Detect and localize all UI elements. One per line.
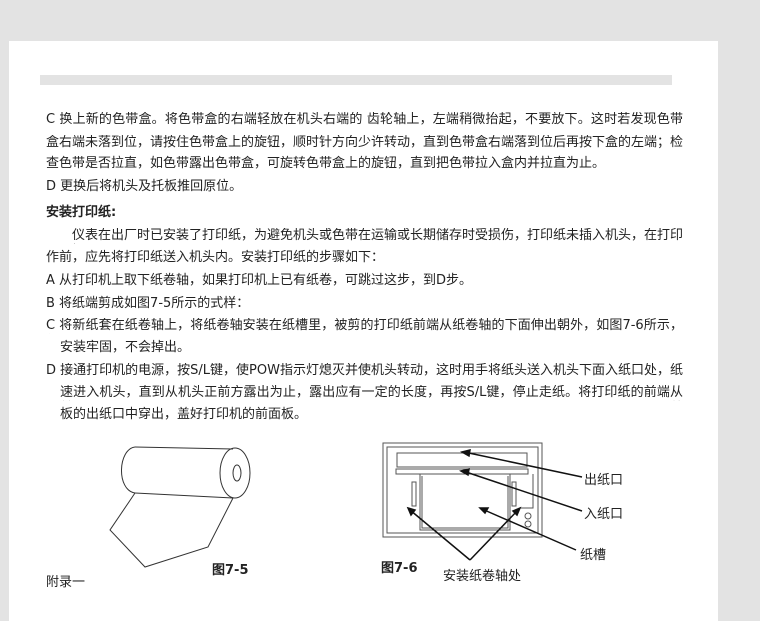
install-step-d-line-2: 速进入机头，直到从机头正前方露出为止，露出应有一定的长度，再按S/L键，停止走纸… <box>60 385 683 400</box>
install-step-b: B 将纸端剪成如图7-5所示的式样： <box>46 296 250 311</box>
install-step-d-line-3: 板的出纸口中穿出，盖好打印机的前面板。 <box>60 407 308 422</box>
step-c-line-2: 盒右端未落到位，请按住色带盒上的旋钮，顺时针方向少许转动，直到色带盒右端落到位后… <box>46 135 683 150</box>
document-page <box>9 41 718 621</box>
appendix-label: 附录一 <box>46 575 86 590</box>
step-d: D 更换后将机头及托板推回原位。 <box>46 179 243 194</box>
figure-7-5-paper-roll <box>109 446 251 568</box>
label-paper-entry: 入纸口 <box>584 507 624 522</box>
label-spindle-mount: 安装纸卷轴处 <box>443 569 522 584</box>
figure-7-6-printer-diagram <box>382 442 583 561</box>
label-paper-exit: 出纸口 <box>584 473 624 488</box>
figure-7-5-caption: 图7-5 <box>212 563 249 578</box>
intro-line-1: 仪表在出厂时已安装了打印纸，为避免机头或色带在运输或长期储存时受损伤，打印纸未插… <box>72 228 683 243</box>
section-heading-install-paper: 安装打印纸: <box>46 205 117 220</box>
step-c-line-3: 查色带是否拉直，如色带露出色带盒，可旋转色带盒上的旋钮，直到把色带拉入盒内并拉直… <box>46 156 606 171</box>
install-step-c-line-2: 安装牢固，不会掉出。 <box>60 340 191 355</box>
label-paper-slot: 纸槽 <box>580 548 607 563</box>
page-header-bar <box>40 75 672 85</box>
install-step-d-line-1: D 接通打印机的电源，按S/L键，使POW指示灯熄灭并使机头转动，这时用手将纸头… <box>46 363 683 378</box>
step-c-line-1: C 换上新的色带盒。将色带盒的右端轻放在机头右端的 齿轮轴上，左端稍微抬起，不要… <box>46 112 683 127</box>
intro-line-2: 作前，应先将打印纸送入机头内。安装打印纸的步骤如下： <box>46 250 385 265</box>
install-step-c-line-1: C 将新纸套在纸卷轴上，将纸卷轴安装在纸槽里，被剪的打印纸前端从纸卷轴的下面伸出… <box>46 318 683 333</box>
figure-7-6-caption: 图7-6 <box>381 561 418 576</box>
install-step-a: A 从打印机上取下纸卷轴，如果打印机上已有纸卷，可跳过这步，到D步。 <box>46 273 473 288</box>
